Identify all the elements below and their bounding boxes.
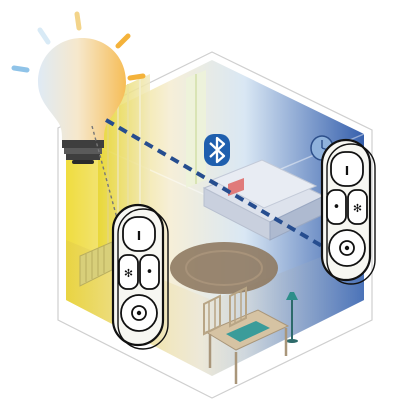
remote-control-icon: I ✻ • — [113, 205, 168, 349]
button-cool: • — [333, 200, 341, 215]
button-warm: ✻ — [124, 267, 133, 280]
bluetooth-icon — [204, 134, 230, 166]
remote-control-icon: I • ✻ — [322, 140, 375, 284]
button-power: I — [345, 164, 349, 178]
button-power: I — [137, 229, 141, 243]
button-warm: ✻ — [353, 202, 362, 215]
button-cool: • — [146, 265, 154, 280]
